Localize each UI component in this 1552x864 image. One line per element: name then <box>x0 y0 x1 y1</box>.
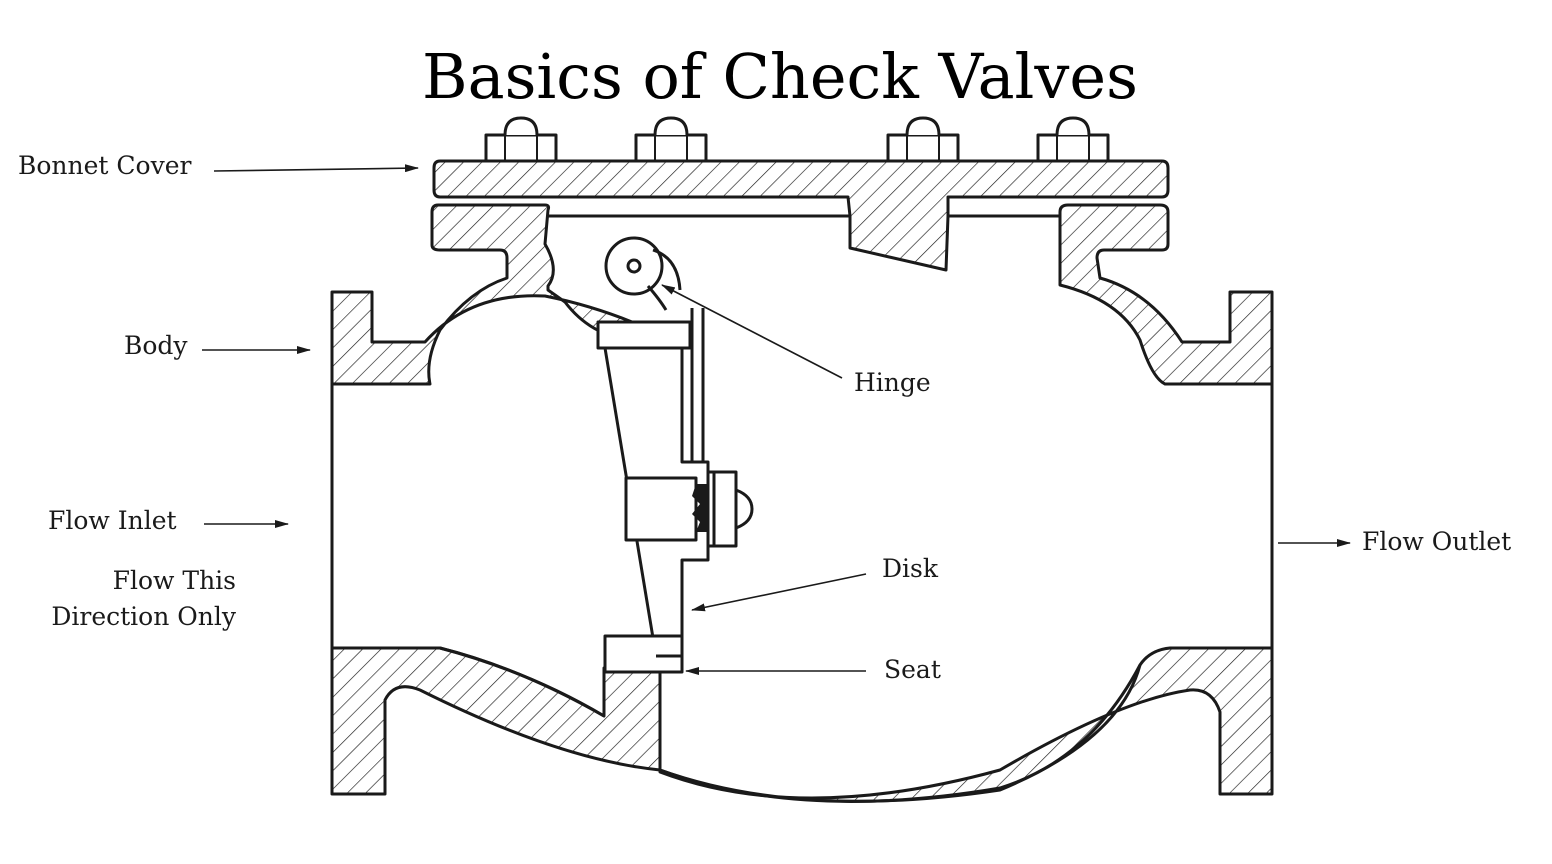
label-flow-inlet: Flow Inlet <box>48 506 289 535</box>
label-disk: Disk <box>691 554 939 612</box>
bonnet-bolts <box>484 116 1110 163</box>
label-body: Body <box>124 331 311 360</box>
disk-arrow <box>691 573 867 612</box>
diagram-title: Basics of Check Valves <box>422 40 1138 113</box>
label-hinge: Hinge <box>661 284 931 397</box>
hinge <box>604 236 682 311</box>
disk-nut-left <box>624 476 698 542</box>
disk-pin-head <box>735 488 754 530</box>
body-upper-right <box>1058 203 1274 386</box>
label-bonnet-cover: Bonnet Cover <box>18 151 419 180</box>
seat-label: Seat <box>884 655 941 684</box>
label-flow-outlet: Flow Outlet <box>1278 527 1511 556</box>
body-label: Body <box>124 331 188 360</box>
bolt <box>634 116 708 163</box>
disk-label: Disk <box>882 554 939 583</box>
flow-inlet-label: Flow Inlet <box>48 506 177 535</box>
flow-direction-line2: Direction Only <box>51 602 237 631</box>
bolt <box>1036 116 1110 163</box>
flow-direction-line1: Flow This <box>113 566 236 595</box>
hinge-label: Hinge <box>854 368 931 397</box>
bolt <box>886 116 960 163</box>
bonnet-cover <box>432 159 1170 272</box>
bolt <box>484 116 558 163</box>
disk-nut-right <box>706 470 738 548</box>
hinge-arm <box>596 320 692 350</box>
body-lower-basin <box>439 646 1142 803</box>
hinge-arrow <box>661 284 843 379</box>
label-flow-direction: Flow This Direction Only <box>51 566 237 631</box>
seat <box>603 634 684 674</box>
bonnet-cover-label: Bonnet Cover <box>18 151 192 180</box>
body-upper-left <box>330 203 634 386</box>
label-seat: Seat <box>685 655 941 684</box>
disk-assembly <box>596 308 754 658</box>
flow-outlet-label: Flow Outlet <box>1362 527 1511 556</box>
bonnet-cover-arrow <box>213 164 419 173</box>
